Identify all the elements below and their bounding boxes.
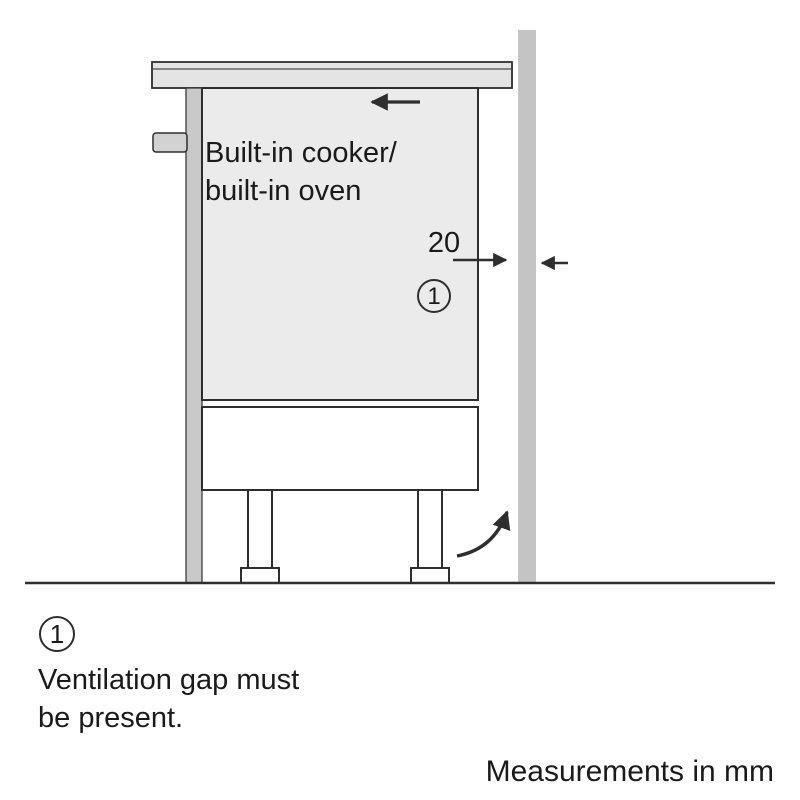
- oven-hinge-knob: [152, 132, 188, 153]
- left-leg: [247, 489, 273, 569]
- appliance-label-line2: built-in oven: [205, 175, 361, 207]
- appliance-label-line1: Built-in cooker/: [205, 137, 398, 169]
- units-note: Measurements in mm: [486, 755, 774, 788]
- legend-callout-number: 1: [50, 619, 64, 649]
- callout-1-circle: [417, 279, 451, 313]
- cabinet-side-panel: [185, 87, 203, 584]
- left-foot: [240, 567, 280, 584]
- legend-note-line1: Ventilation gap must: [38, 664, 299, 696]
- legend-note-line2: be present.: [38, 702, 183, 734]
- drawer-panel: [201, 406, 479, 491]
- wall: [518, 30, 536, 583]
- countertop: [151, 61, 513, 89]
- oven-cavity: [201, 87, 479, 401]
- callout-1-number: 1: [427, 283, 440, 310]
- airflow-arrow-curved: [456, 510, 511, 558]
- right-foot: [410, 567, 450, 584]
- right-leg: [417, 489, 443, 569]
- legend-callout-circle: [39, 616, 75, 652]
- gap-dimension-label: 20: [428, 227, 460, 259]
